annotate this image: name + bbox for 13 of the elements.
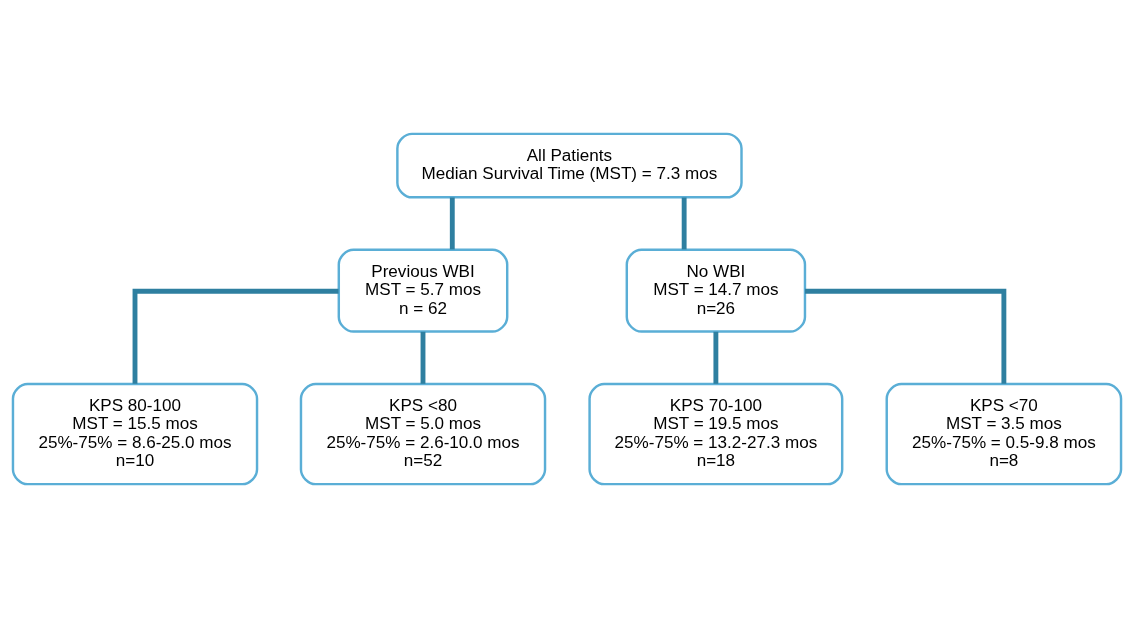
connector <box>449 197 455 250</box>
node-box: KPS 70-100 MST = 19.5 mos 25%-75% = 13.2-27.3 mos n=18 <box>588 382 844 486</box>
node-box: No WBI MST = 14.7 mos n=26 <box>625 248 807 333</box>
connector <box>713 331 719 384</box>
connector <box>805 288 1007 384</box>
connector <box>681 197 687 250</box>
node-box: KPS <80 MST = 5.0 mos 25%-75% = 2.6-10.0 mos n=52 <box>299 382 547 486</box>
connector <box>420 331 426 384</box>
connector <box>132 288 339 384</box>
node-box: Previous WBI MST = 5.7 mos n = 62 <box>337 248 509 333</box>
node-box: KPS <70 MST = 3.5 mos 25%-75% = 0.5-9.8 mos n=8 <box>885 382 1123 486</box>
node-box: KPS 80-100 MST = 15.5 mos 25%-75% = 8.6-25.0 mos n=10 <box>11 382 259 486</box>
node-box: All Patients Median Survival Time (MST) = 7.3 mos <box>396 132 743 199</box>
